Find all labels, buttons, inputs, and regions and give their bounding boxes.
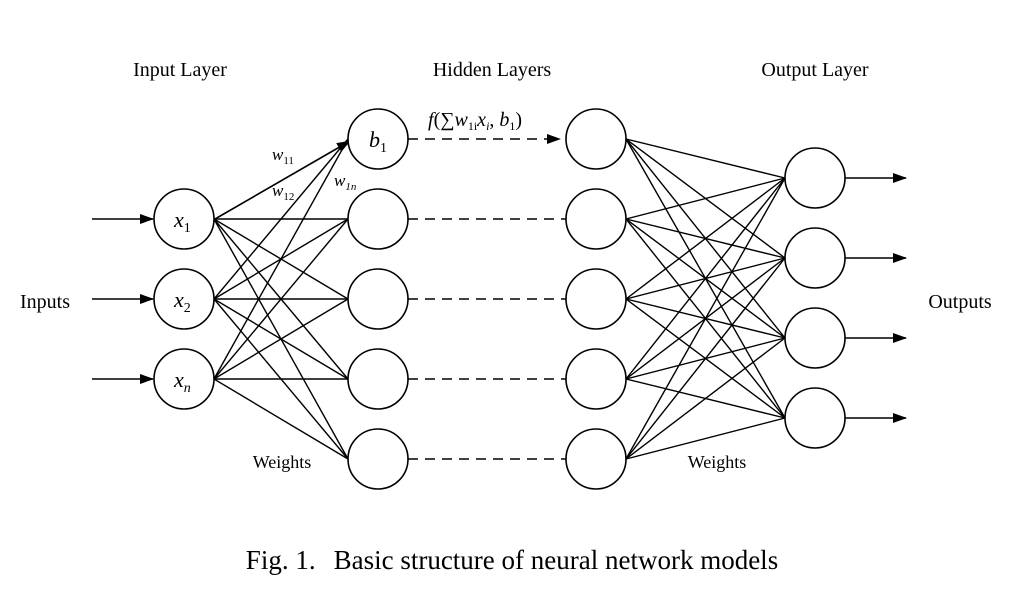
input-node-2 — [153, 268, 215, 330]
output-node-2 — [784, 227, 846, 289]
figure-caption: Fig. 1. Basic structure of neural network… — [246, 545, 778, 575]
output-node-4 — [784, 387, 846, 449]
hidden-node-2-4 — [565, 348, 627, 410]
input-arrows — [92, 214, 154, 384]
bias-node-label: b1 — [369, 127, 387, 156]
hidden-node-2-2 — [565, 188, 627, 250]
hidden-node-2-3 — [565, 268, 627, 330]
weight-edge-hidden-output-4-1 — [625, 177, 786, 380]
hidden-layers-title: Hidden Layers — [433, 59, 552, 81]
input-to-hidden-weights — [213, 138, 349, 460]
input-node-2-label: x2 — [173, 287, 191, 316]
weight-edge-hidden-output-5-2 — [625, 257, 786, 460]
bias-node — [347, 108, 409, 170]
weight-arrow-to-bias — [214, 140, 351, 220]
hidden-layer-dashed-links — [408, 134, 566, 460]
hidden-layer-first-column — [347, 108, 409, 490]
weight-edge-input-hidden-2-1 — [213, 138, 349, 300]
inputs-label: Inputs — [20, 291, 70, 313]
weight-edge-input-hidden-3-3 — [213, 298, 349, 380]
output-arrows — [845, 173, 907, 423]
activation-formula: f(∑w1ixi, b1) — [428, 109, 522, 133]
weight-edge-hidden-output-5-4 — [625, 417, 786, 460]
weight-edge-hidden-output-5-1 — [625, 177, 786, 460]
hidden-node-1-4 — [347, 348, 409, 410]
outputs-label: Outputs — [928, 291, 992, 313]
figure-caption-text: Basic structure of neural network models — [334, 545, 779, 575]
output-layer-title: Output Layer — [761, 59, 869, 81]
hidden-node-2-5 — [565, 428, 627, 490]
input-layer-title: Input Layer — [133, 59, 227, 81]
input-nodes — [153, 188, 215, 410]
output-nodes — [784, 147, 846, 449]
weight-edge-input-hidden-3-1 — [213, 138, 349, 380]
weights-label-right: Weights — [688, 452, 747, 472]
weight-edge-input-hidden-3-2 — [213, 218, 349, 380]
input-node-n — [153, 348, 215, 410]
output-node-1 — [784, 147, 846, 209]
weight-edge-hidden-output-5-3 — [625, 337, 786, 460]
input-node-n-label: xn — [173, 367, 191, 396]
weight-symbol-w12: w12 — [272, 181, 294, 203]
weight-edge-input-hidden-3-5 — [213, 378, 349, 460]
weight-symbol-w1n: w1n — [334, 171, 357, 193]
input-node-1 — [153, 188, 215, 250]
hidden-node-1-5 — [347, 428, 409, 490]
hidden-to-output-weights — [625, 138, 786, 460]
weight-edge-hidden-output-1-1 — [625, 138, 786, 179]
weights-label-left: Weights — [253, 452, 312, 472]
input-node-1-label: x1 — [173, 207, 191, 236]
weight-symbol-w11: w11 — [272, 145, 294, 167]
hidden-node-1-3 — [347, 268, 409, 330]
hidden-node-1-2 — [347, 188, 409, 250]
hidden-layer-last-column — [565, 108, 627, 490]
hidden-node-2-1 — [565, 108, 627, 170]
weight-edge-hidden-output-3-1 — [625, 177, 786, 300]
weight-edge-hidden-output-2-1 — [625, 177, 786, 220]
figure-caption-number: Fig. 1. — [246, 545, 316, 575]
output-node-3 — [784, 307, 846, 369]
